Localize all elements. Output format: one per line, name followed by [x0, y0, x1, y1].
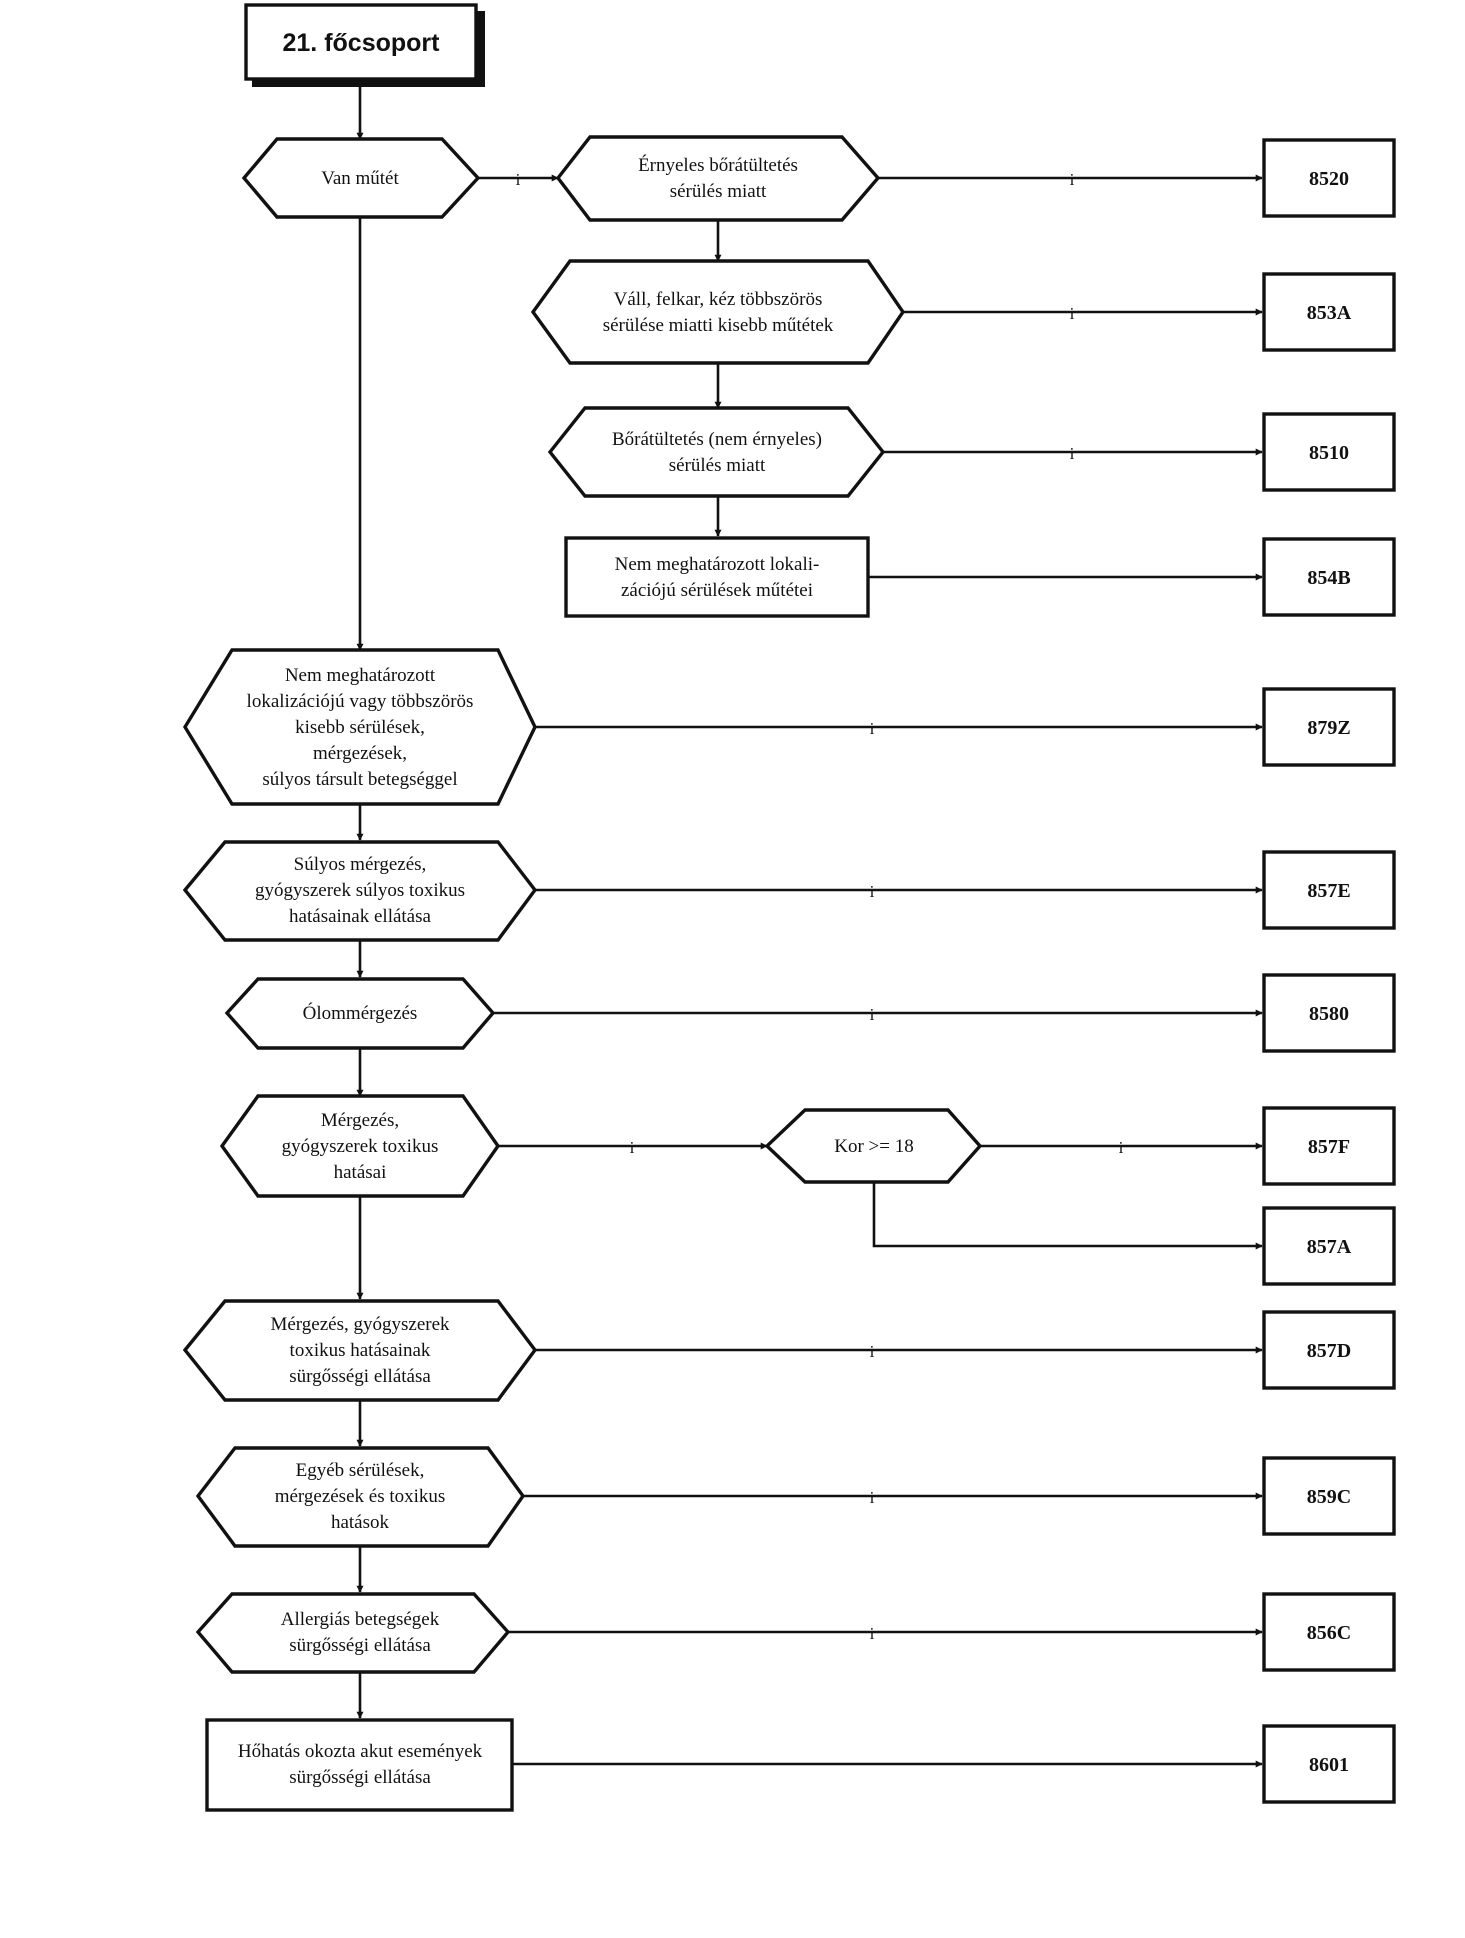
title-box: 21. főcsoport	[244, 3, 485, 87]
yes-label: i	[870, 719, 875, 738]
node-label: Nem meghatározott lokali-zációjú sérülés…	[615, 554, 820, 601]
code-box-857a: 857A	[1262, 1206, 1396, 1286]
code-box-853a: 853A	[1262, 272, 1396, 352]
node-label: Kor >= 18	[834, 1136, 913, 1157]
yes-label: i	[1070, 304, 1075, 323]
code-label: 857D	[1307, 1340, 1351, 1362]
node-label: Ólommérgezés	[303, 1002, 418, 1024]
code-box-8510: 8510	[1262, 412, 1396, 492]
node-label: Súlyos mérgezés,gyógyszerek súlyos toxik…	[255, 854, 465, 927]
code-box-857f: 857F	[1262, 1106, 1396, 1186]
decision-sulyos-mergezes: Súlyos mérgezés,gyógyszerek súlyos toxik…	[182, 840, 538, 942]
code-box-856c: 856C	[1262, 1592, 1396, 1672]
code-label: 854B	[1307, 567, 1350, 589]
code-label: 857F	[1308, 1136, 1350, 1158]
code-label: 853A	[1307, 302, 1352, 324]
code-label: 8580	[1309, 1003, 1349, 1025]
decision-olom: Ólommérgezés	[224, 977, 496, 1050]
yes-label: i	[870, 1005, 875, 1024]
yes-labels: i i i i i i i i i i i i	[516, 170, 1124, 1643]
yes-label: i	[1119, 1138, 1124, 1157]
decision-boratultetes: Bőrátültetés (nem érnyeles)sérülés miatt	[547, 406, 886, 498]
edges	[356, 87, 1263, 1768]
edge-kor-to-857a	[872, 1182, 1263, 1250]
yes-label: i	[870, 1488, 875, 1507]
code-box-859c: 859C	[1262, 1456, 1396, 1536]
node-label: Van műtét	[321, 168, 399, 189]
code-label: 857E	[1307, 880, 1350, 902]
yes-label: i	[630, 1138, 635, 1157]
yes-label: i	[870, 1624, 875, 1643]
code-box-8520: 8520	[1262, 138, 1396, 218]
code-label: 857A	[1307, 1236, 1352, 1258]
code-label: 8510	[1309, 442, 1349, 464]
yes-label: i	[1070, 170, 1075, 189]
yes-label: i	[870, 1342, 875, 1361]
code-label: 8520	[1309, 168, 1349, 190]
code-box-857e: 857E	[1262, 850, 1396, 930]
yes-label: i	[870, 882, 875, 901]
code-label: 859C	[1307, 1486, 1351, 1508]
code-label: 8601	[1309, 1754, 1349, 1776]
process-nem-meghat: Nem meghatározott lokali-zációjú sérülés…	[564, 536, 870, 618]
code-box-854b: 854B	[1262, 537, 1396, 617]
yes-label: i	[1070, 444, 1075, 463]
decision-kor: Kor >= 18	[764, 1108, 983, 1184]
code-box-8601: 8601	[1262, 1724, 1396, 1804]
code-label: 856C	[1307, 1622, 1351, 1644]
yes-label: i	[516, 170, 521, 189]
page-title: 21. főcsoport	[283, 29, 441, 57]
node-label: Bőrátültetés (nem érnyeles)sérülés miatt	[612, 429, 822, 476]
code-box-879z: 879Z	[1262, 687, 1396, 767]
decision-van-mutet: Van műtét	[241, 137, 481, 219]
code-label: 879Z	[1307, 717, 1350, 739]
code-box-857d: 857D	[1262, 1310, 1396, 1390]
code-box-8580: 8580	[1262, 973, 1396, 1053]
